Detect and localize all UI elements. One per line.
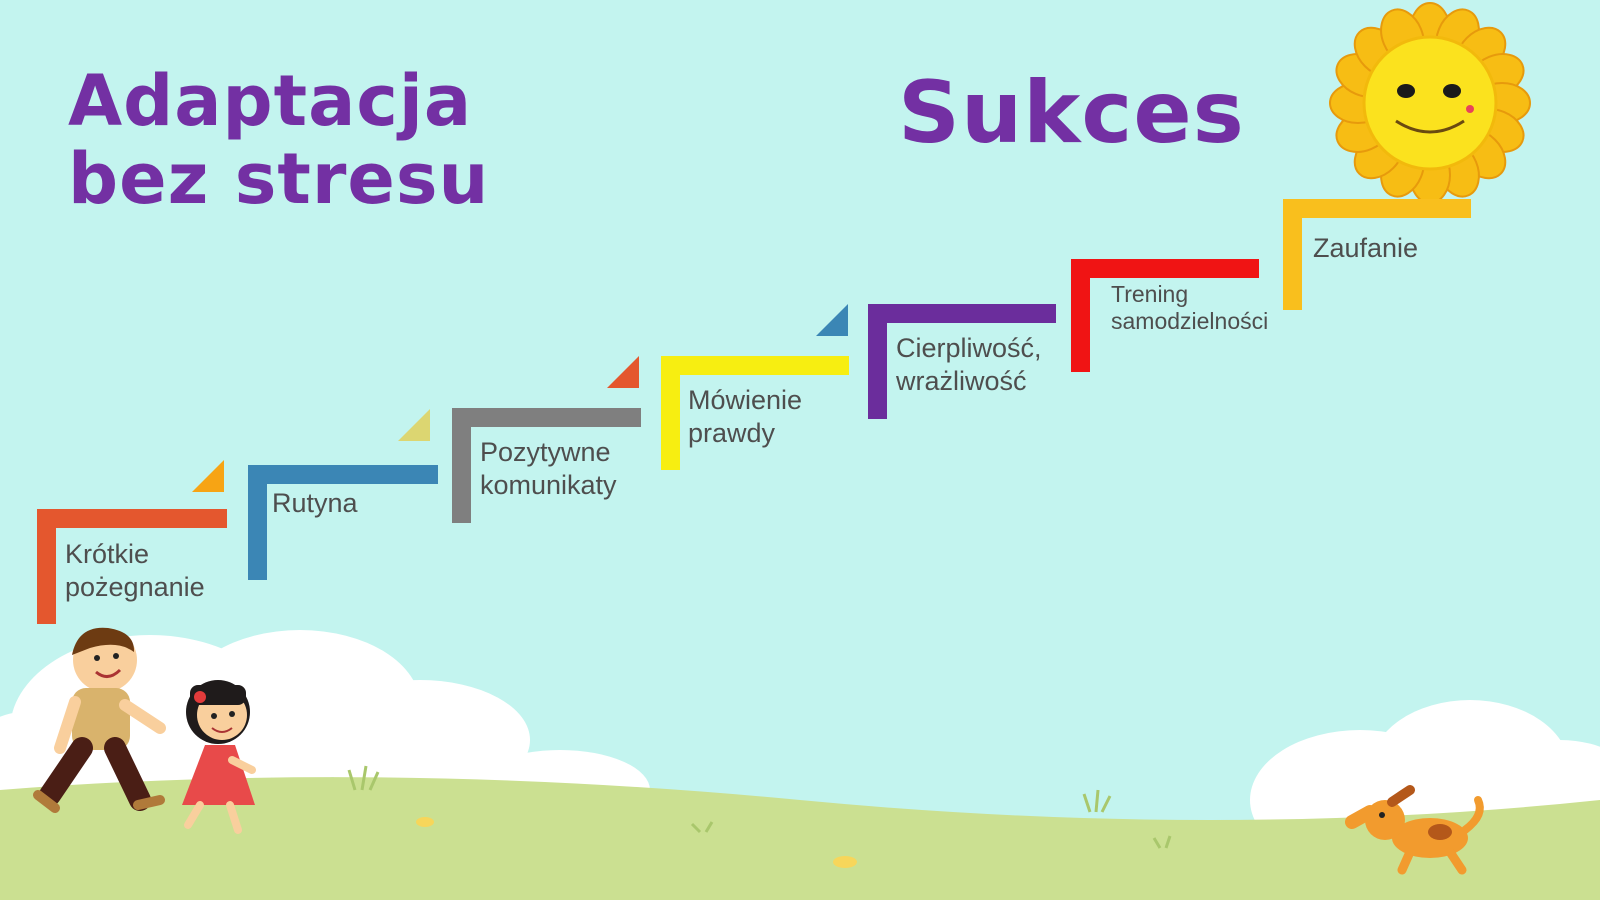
- step-1-label: Krótkie pożegnanie: [65, 538, 205, 604]
- step-3: Pozytywne komunikaty: [452, 408, 641, 523]
- step-6-post: [1071, 259, 1090, 372]
- flowers: [416, 817, 857, 868]
- grass-tufts: [347, 765, 1172, 849]
- step-3-line2: komunikaty: [480, 470, 617, 500]
- step-5: Cierpliwość, wrażliwość: [868, 304, 1056, 419]
- step-4: Mówienie prawdy: [661, 356, 849, 470]
- step-4-label: Mówienie prawdy: [688, 384, 802, 450]
- step-6-label: Trening samodzielności: [1111, 281, 1268, 335]
- step-2-line1: Rutyna: [272, 488, 358, 518]
- dog-icon: [1345, 785, 1484, 875]
- title-left-line2: bez stresu: [68, 138, 490, 220]
- step-7-label: Zaufanie: [1313, 232, 1418, 265]
- step-6-bar: [1071, 259, 1259, 278]
- step-4-line2: prawdy: [688, 418, 776, 448]
- step-5-label: Cierpliwość, wrażliwość: [896, 332, 1042, 398]
- step-3-bar: [452, 408, 641, 427]
- step-7-line1: Zaufanie: [1313, 233, 1419, 263]
- accent-triangle-1: [192, 460, 224, 492]
- step-7-bar: [1283, 199, 1471, 218]
- step-6-line1: Trening: [1111, 281, 1189, 307]
- step-2: Rutyna: [248, 465, 438, 580]
- boy-icon: [33, 627, 166, 813]
- sun-icon: [1329, 2, 1531, 204]
- title-left: Adaptacja bez stresu: [68, 62, 489, 218]
- step-3-post: [452, 408, 471, 523]
- step-2-bar: [248, 465, 438, 484]
- accent-triangle-3: [607, 356, 639, 388]
- step-7: Zaufanie: [1283, 199, 1471, 310]
- step-6: Trening samodzielności: [1071, 259, 1268, 372]
- step-5-line1: Cierpliwość,: [896, 333, 1042, 363]
- step-1-line2: pożegnanie: [65, 572, 205, 602]
- step-5-line2: wrażliwość: [896, 366, 1027, 396]
- step-1-post: [37, 509, 56, 624]
- step-3-line1: Pozytywne: [480, 437, 611, 467]
- step-4-post: [661, 356, 680, 470]
- step-1-line1: Krótkie: [65, 539, 150, 569]
- step-7-post: [1283, 199, 1302, 310]
- accent-triangle-2: [398, 409, 430, 441]
- accent-triangle-4: [816, 304, 848, 336]
- step-4-line1: Mówienie: [688, 385, 803, 415]
- step-2-post: [248, 465, 267, 580]
- title-left-line1: Adaptacja: [68, 60, 473, 142]
- step-6-line2: samodzielności: [1111, 308, 1269, 334]
- step-5-bar: [868, 304, 1056, 323]
- title-right: Sukces: [898, 63, 1245, 163]
- step-2-label: Rutyna: [272, 487, 358, 520]
- step-5-post: [868, 304, 887, 419]
- step-3-label: Pozytywne komunikaty: [480, 436, 617, 502]
- step-1: Krótkie pożegnanie: [37, 509, 227, 624]
- girl-icon: [182, 680, 256, 834]
- step-1-bar: [37, 509, 227, 528]
- step-4-bar: [661, 356, 849, 375]
- grass-hill: [0, 777, 1600, 900]
